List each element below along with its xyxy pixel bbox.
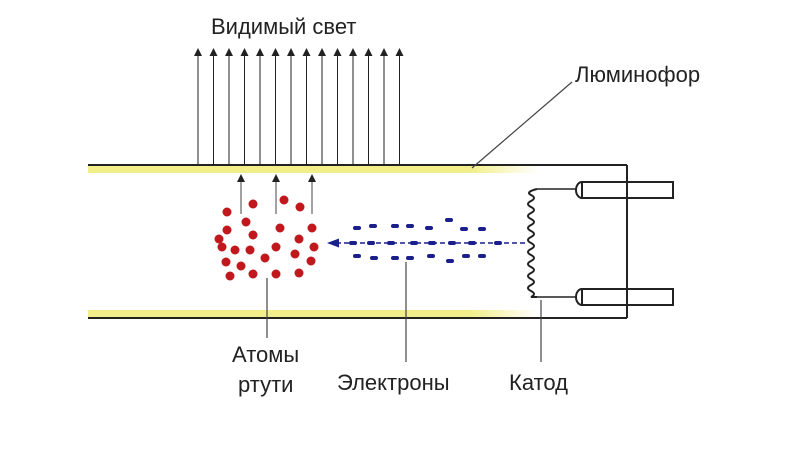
electron — [353, 254, 361, 258]
uv-emission-arrows — [237, 174, 316, 214]
mercury-atoms — [214, 195, 319, 281]
mercury-atom — [248, 199, 258, 209]
electron — [406, 256, 414, 260]
electron — [369, 224, 377, 228]
mercury-atom — [248, 230, 258, 240]
mercury-atom — [294, 234, 304, 244]
mercury-atom — [309, 242, 319, 252]
electron — [460, 227, 468, 231]
visible-light-label: Видимый свет — [211, 14, 357, 39]
phosphor-leader — [471, 81, 573, 169]
visible-light-arrows — [194, 48, 404, 164]
electrons-label: Электроны — [337, 370, 450, 395]
tube — [88, 164, 628, 319]
electron — [446, 259, 454, 263]
cathode-label: Катод — [509, 370, 568, 395]
electron — [425, 226, 433, 230]
electron — [349, 241, 357, 245]
electron — [391, 224, 399, 228]
cathode-filament — [527, 188, 538, 298]
mercury-atom — [294, 268, 304, 278]
mercury-atom — [290, 249, 300, 259]
electron — [427, 254, 435, 258]
electron — [406, 224, 414, 228]
electron — [462, 254, 470, 258]
electron — [494, 241, 502, 245]
mercury-atom — [295, 202, 305, 212]
mercury-atom — [217, 242, 227, 252]
mercury-atom — [248, 269, 258, 279]
mercury-atoms-label-line2: ртути — [238, 372, 294, 397]
mercury-atom — [306, 256, 316, 266]
mercury-atom — [241, 217, 251, 227]
mercury-atom — [271, 269, 281, 279]
electron — [391, 256, 399, 260]
mercury-atom — [230, 245, 240, 255]
electron — [387, 241, 395, 245]
mercury-atom — [307, 223, 317, 233]
phosphor-label: Люминофор — [575, 62, 701, 87]
mercury-atom — [222, 207, 232, 217]
mercury-atom — [279, 195, 289, 205]
mercury-atom — [271, 242, 281, 252]
phosphor-layer-top — [88, 166, 538, 173]
electron — [353, 226, 361, 230]
mercury-atom — [275, 223, 285, 233]
mercury-atoms-label-line1: Атомы — [232, 342, 300, 367]
mercury-atom — [222, 225, 232, 235]
electron — [367, 241, 375, 245]
electron — [410, 241, 418, 245]
electron — [370, 256, 378, 260]
mercury-atom — [214, 234, 224, 244]
leader-lines — [266, 81, 573, 362]
electron — [448, 241, 456, 245]
electron — [478, 227, 486, 231]
electron — [478, 254, 486, 258]
filament-leads — [537, 188, 577, 298]
mercury-atom — [236, 261, 246, 271]
mercury-atom — [245, 245, 255, 255]
electron — [468, 241, 476, 245]
mercury-atom — [225, 271, 235, 281]
electron — [445, 218, 453, 222]
mercury-atom — [221, 257, 231, 267]
cathode — [527, 181, 674, 306]
pin-top — [575, 181, 674, 199]
phosphor-layer-bottom — [88, 310, 538, 317]
mercury-atom — [260, 253, 270, 263]
electron — [428, 241, 436, 245]
electrons — [349, 218, 502, 263]
pin-bottom — [575, 288, 674, 306]
